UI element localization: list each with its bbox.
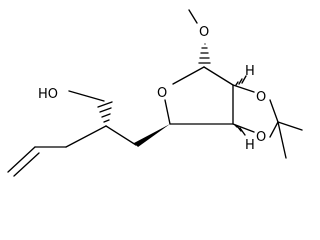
bond-ch-ch2oh-hash xyxy=(97,101,113,123)
bond-double-1 xyxy=(7,146,36,173)
atom-h-top: H xyxy=(245,64,255,79)
bond-anomeric-c2 xyxy=(203,66,234,86)
atom-h-bottom: H xyxy=(245,138,255,153)
chemical-structure: O O O O HO H H xyxy=(7,9,303,177)
bond-ringO-c4 xyxy=(164,99,171,125)
bond-double-2 xyxy=(13,152,40,177)
bond-obottom-acetal xyxy=(269,121,279,138)
atom-dioxolane-o-bottom: O xyxy=(256,130,266,145)
bond-c3-obottom xyxy=(232,123,255,133)
bond-methyl-o xyxy=(188,9,198,24)
structure-canvas: O O O O HO H H xyxy=(7,9,303,177)
atom-dioxolane-o-top: O xyxy=(256,90,266,105)
bond-anomeric-ringO xyxy=(172,66,205,85)
bond-o-anomeric-hash xyxy=(198,43,211,64)
bond-acetal-me1 xyxy=(277,121,303,131)
bond-ch-allylch2 xyxy=(65,125,107,148)
bond-c4-ch2-wedge xyxy=(134,124,170,147)
bond-ch2-ch xyxy=(105,125,137,146)
bond-ch2-ho xyxy=(68,90,105,102)
atom-hydroxyl: HO xyxy=(38,87,58,102)
bond-c2-h-hash xyxy=(235,75,247,86)
bonds xyxy=(7,9,303,177)
bond-c2-otop xyxy=(232,84,255,93)
atom-ring-o: O xyxy=(157,86,167,101)
atom-methoxy-o: O xyxy=(199,25,209,40)
bond-acetal-me2 xyxy=(277,121,287,159)
bond-otop-acetal xyxy=(269,99,279,123)
atom-labels: O O O O HO H H xyxy=(38,25,266,153)
bond-c3-h-hash xyxy=(234,124,246,136)
